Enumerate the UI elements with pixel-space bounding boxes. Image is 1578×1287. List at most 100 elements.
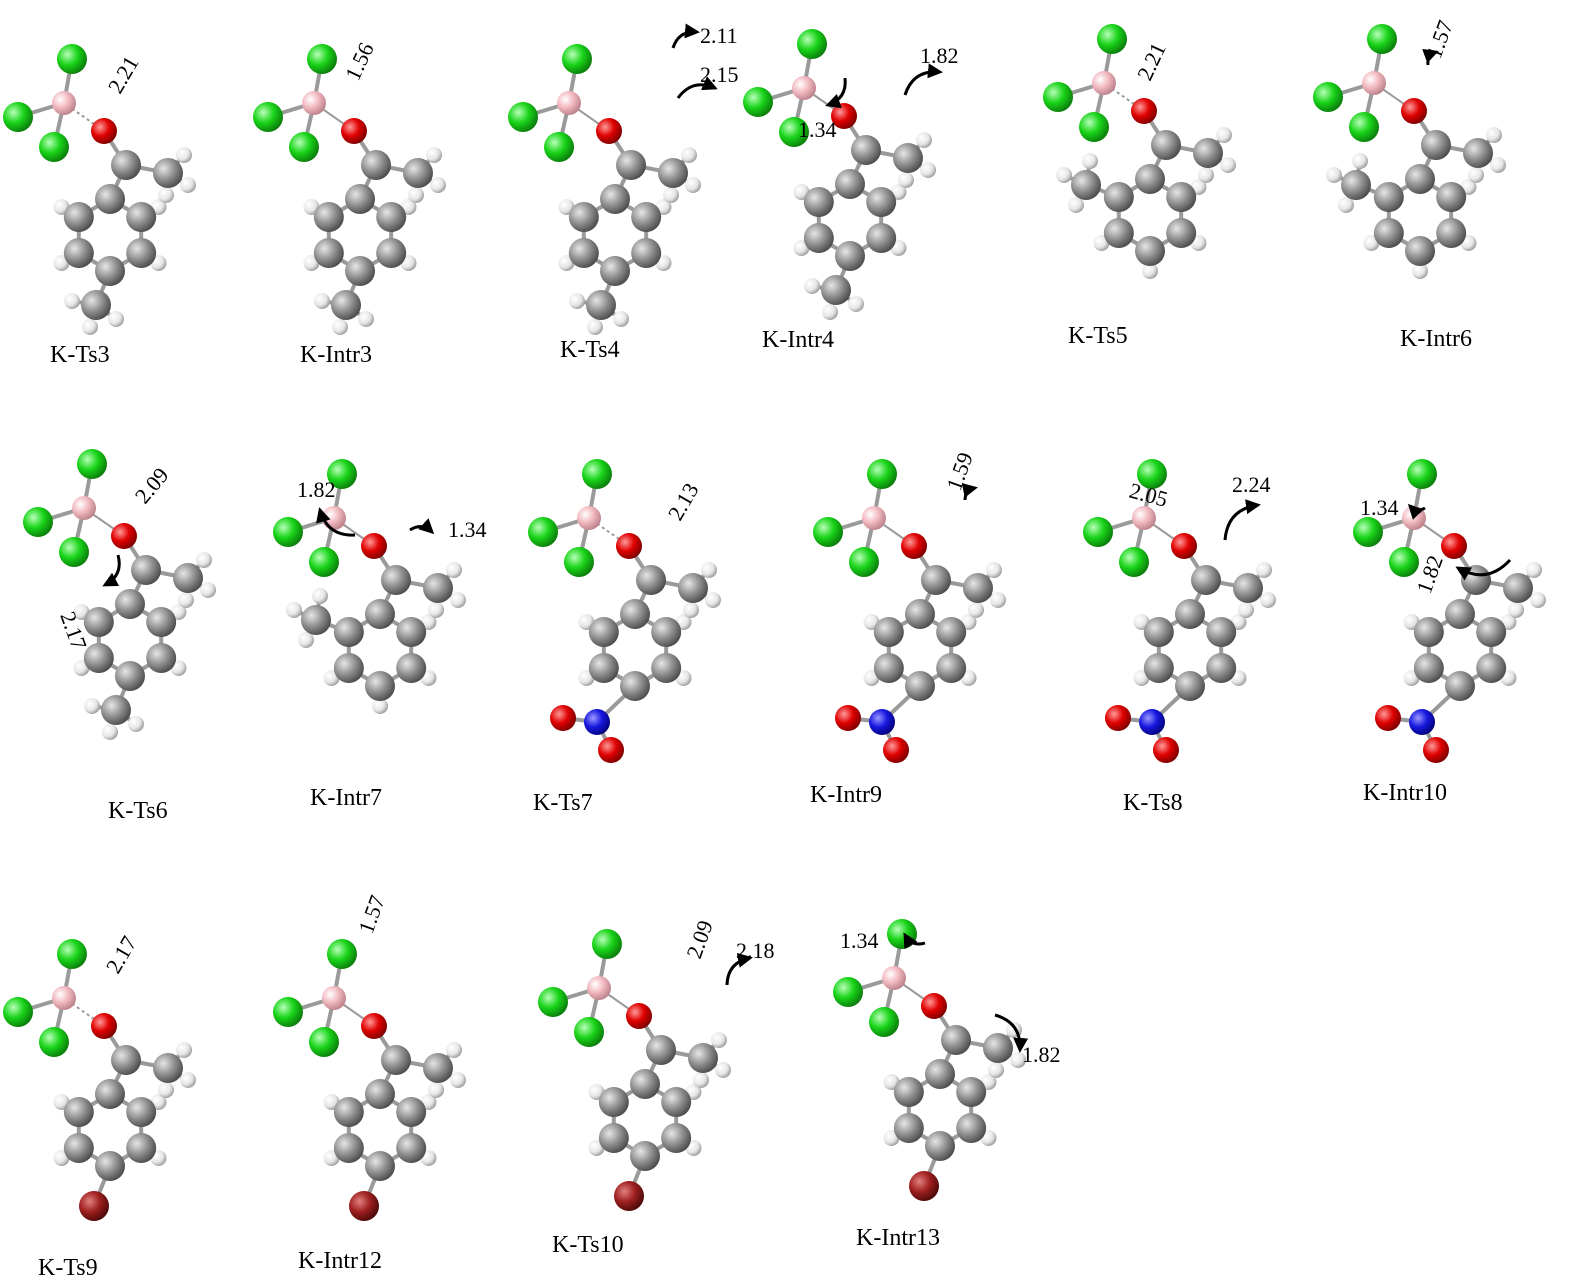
chlorine-atom bbox=[309, 547, 339, 577]
bond-change-arrow bbox=[1422, 48, 1439, 66]
carbon-atom bbox=[866, 223, 897, 253]
oxygen-atom bbox=[1401, 98, 1427, 124]
carbon-atom bbox=[95, 1151, 125, 1181]
carbon-atom bbox=[365, 671, 395, 701]
bond-change-arrow bbox=[409, 518, 435, 535]
bond-change-arrow bbox=[1407, 503, 1426, 520]
chlorine-atom bbox=[574, 1017, 604, 1047]
carbon-atom bbox=[1103, 218, 1134, 248]
carbon-atom bbox=[365, 1079, 395, 1109]
structure-caption: K-Intr10 bbox=[1363, 780, 1447, 806]
carbon-atom bbox=[956, 1077, 987, 1107]
molecule-k-intr7: 1.821.34K-Intr7 bbox=[273, 459, 487, 811]
hydrogen-atom bbox=[1468, 167, 1484, 183]
hydrogen-atom bbox=[430, 177, 446, 193]
carbon-atom bbox=[1193, 138, 1223, 168]
chlorine-atom bbox=[59, 537, 89, 567]
chlorine-atom bbox=[57, 44, 87, 74]
chlorine-atom bbox=[833, 977, 863, 1007]
chlorine-atom bbox=[1043, 82, 1073, 112]
bond-distance-label: 1.57 bbox=[353, 892, 390, 937]
structure-caption: K-Intr3 bbox=[300, 342, 372, 368]
bond-distance-label: 1.82 bbox=[1022, 1042, 1061, 1067]
carbon-atom bbox=[925, 1131, 955, 1161]
carbon-atom bbox=[905, 599, 935, 629]
bond-change-arrow bbox=[994, 1013, 1029, 1053]
carbon-atom bbox=[331, 290, 361, 320]
hydrogen-atom bbox=[312, 588, 328, 604]
hydrogen-atom bbox=[180, 177, 196, 193]
chlorine-atom bbox=[273, 997, 303, 1027]
hydrogen-atom bbox=[1326, 167, 1342, 183]
hydrogen-atom bbox=[82, 319, 98, 335]
structure-caption: K-Ts5 bbox=[1068, 323, 1128, 349]
chlorine-atom bbox=[1367, 24, 1397, 54]
hydrogen-atom bbox=[358, 311, 374, 327]
chlorine-atom bbox=[289, 132, 319, 162]
carbon-atom bbox=[688, 1043, 718, 1073]
structure-caption: K-Intr12 bbox=[298, 1248, 382, 1274]
carbon-atom bbox=[313, 202, 344, 232]
carbon-atom bbox=[821, 275, 851, 305]
carbon-atom bbox=[631, 202, 662, 232]
carbon-atom bbox=[873, 653, 904, 683]
hydrogen-atom bbox=[701, 562, 717, 578]
chlorine-atom bbox=[1083, 517, 1113, 547]
nitrogen-atom bbox=[869, 709, 895, 735]
boron-atom bbox=[1362, 71, 1386, 95]
oxygen-atom bbox=[1375, 705, 1401, 731]
hydrogen-atom bbox=[715, 1062, 731, 1078]
hydrogen-atom bbox=[1238, 602, 1254, 618]
chlorine-atom bbox=[309, 1027, 339, 1057]
carbon-atom bbox=[941, 1025, 971, 1055]
hydrogen-atom bbox=[898, 172, 914, 188]
carbon-atom bbox=[905, 671, 935, 701]
carbon-atom bbox=[95, 1079, 125, 1109]
hydrogen-atom bbox=[1530, 592, 1546, 608]
molecule-k-ts6: 2.092.17K-Ts6 bbox=[23, 449, 216, 824]
carbon-atom bbox=[803, 223, 834, 253]
boron-atom bbox=[792, 76, 816, 100]
chlorine-atom bbox=[1097, 24, 1127, 54]
hydrogen-atom bbox=[848, 296, 864, 312]
carbon-atom bbox=[620, 599, 650, 629]
carbon-atom bbox=[651, 617, 682, 647]
oxygen-atom bbox=[1423, 737, 1449, 763]
nitrogen-atom bbox=[1409, 709, 1435, 735]
carbon-atom bbox=[598, 1087, 629, 1117]
oxygen-atom bbox=[361, 533, 387, 559]
chlorine-atom bbox=[77, 449, 107, 479]
hydrogen-atom bbox=[685, 177, 701, 193]
hydrogen-atom bbox=[1220, 157, 1236, 173]
bond-distance-label: 1.56 bbox=[340, 39, 379, 84]
carbon-atom bbox=[1341, 170, 1371, 200]
bond-distance-label: 1.34 bbox=[840, 928, 879, 953]
carbon-atom bbox=[620, 671, 650, 701]
oxygen-atom bbox=[550, 705, 576, 731]
oxygen-atom bbox=[1131, 98, 1157, 124]
hydrogen-atom bbox=[450, 1072, 466, 1088]
chlorine-atom bbox=[538, 987, 568, 1017]
carbon-atom bbox=[1445, 599, 1475, 629]
carbon-atom bbox=[651, 653, 682, 683]
carbon-atom bbox=[630, 1141, 660, 1171]
carbon-atom bbox=[893, 1113, 924, 1143]
carbon-atom bbox=[396, 617, 427, 647]
carbon-atom bbox=[126, 1133, 157, 1163]
carbon-atom bbox=[95, 184, 125, 214]
hydrogen-atom bbox=[1056, 167, 1072, 183]
bond-change-arrow bbox=[1455, 558, 1512, 581]
carbon-atom bbox=[851, 135, 881, 165]
carbon-atom bbox=[678, 573, 708, 603]
hydrogen-atom bbox=[286, 602, 302, 618]
carbon-atom bbox=[893, 143, 923, 173]
hydrogen-atom bbox=[408, 187, 424, 203]
carbon-atom bbox=[146, 643, 177, 673]
chlorine-atom bbox=[1313, 82, 1343, 112]
oxygen-atom bbox=[91, 118, 117, 144]
carbon-atom bbox=[936, 617, 967, 647]
structure-caption: K-Ts10 bbox=[552, 1232, 624, 1258]
hydrogen-atom bbox=[450, 592, 466, 608]
carbon-atom bbox=[636, 565, 666, 595]
carbon-atom bbox=[600, 256, 630, 286]
